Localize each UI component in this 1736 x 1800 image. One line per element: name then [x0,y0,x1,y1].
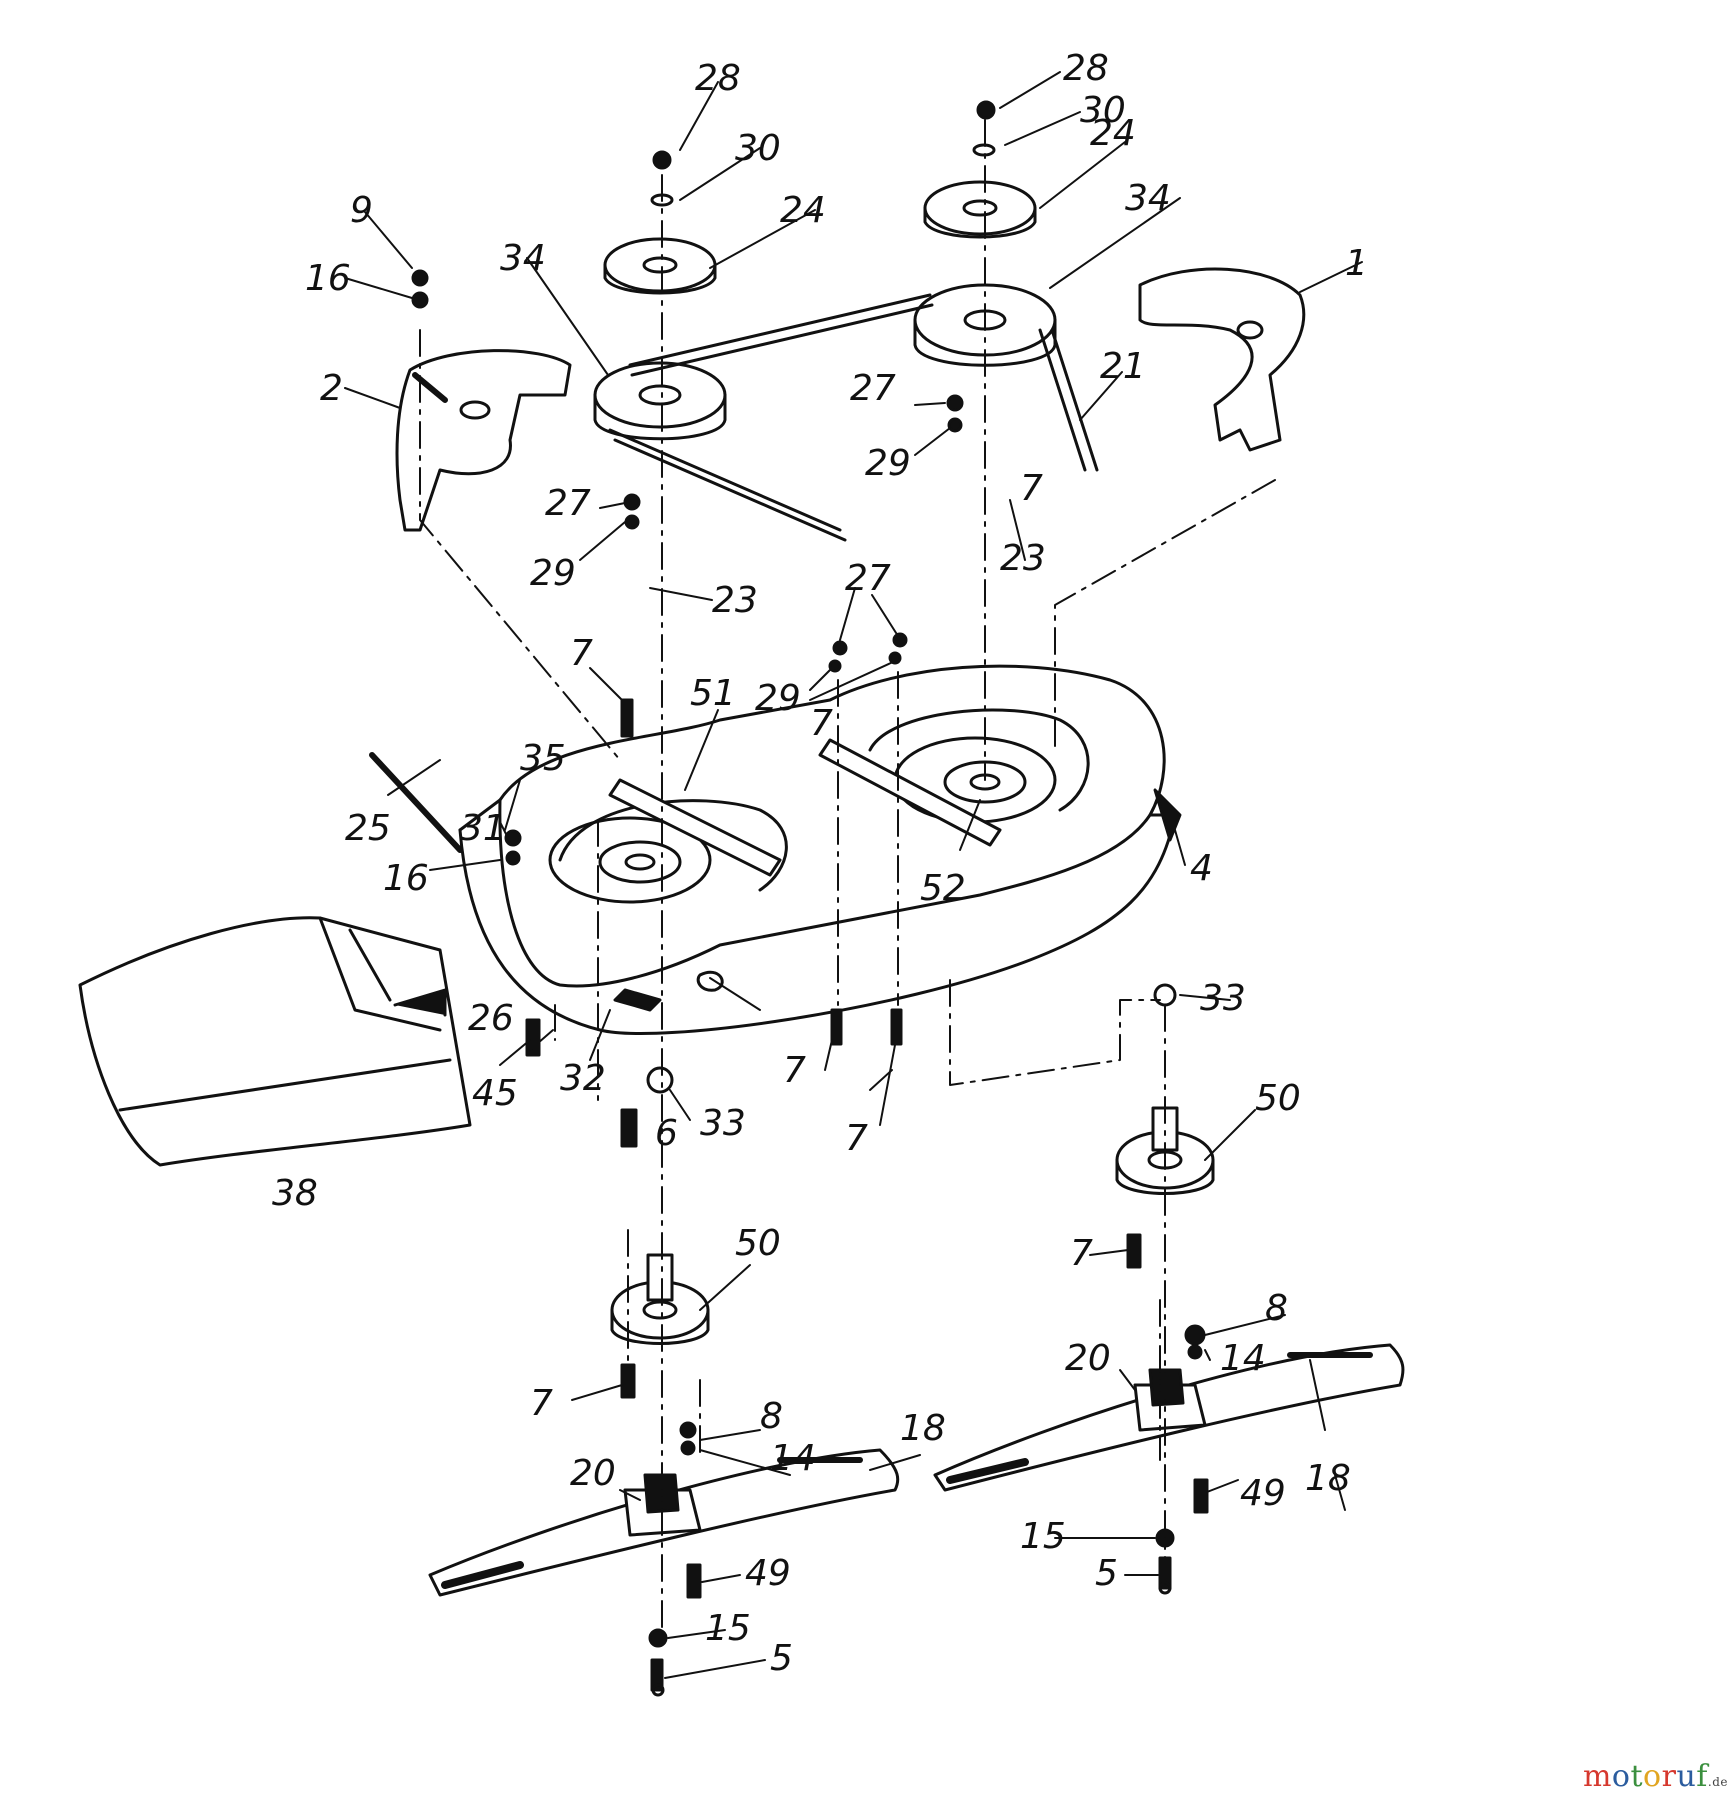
callout-45: 45 [472,1073,518,1114]
callout-20: 20 [1065,1338,1111,1379]
callout-labels: 1 2 4 5 5 6 7 7 7 7 7 7 7 8 8 9 14 14 15… [272,48,1368,1679]
callout-52: 52 [920,868,966,909]
callout-21: 21 [1100,346,1146,387]
callout-35: 35 [520,738,566,779]
watermark-tld: .de [1707,1775,1728,1789]
callout-28: 28 [695,58,741,99]
callout-29: 29 [755,678,801,719]
leader-lines [344,71,1363,1679]
callout-7: 7 [530,1383,553,1424]
alignment-lines [419,119,1276,1641]
callout-7: 7 [783,1050,806,1091]
idler-pulley-right [923,180,1037,239]
callout-25: 25 [345,808,391,849]
blade-left [428,1448,900,1597]
spindle-housing-left [610,1253,710,1345]
callout-18: 18 [1305,1458,1351,1499]
callout-50: 50 [1255,1078,1301,1119]
callout-15: 15 [1020,1516,1066,1557]
callout-27: 27 [845,558,891,599]
watermark-brand: motoruf [1582,1759,1708,1794]
idler-pulley-left [603,237,717,295]
callout-34: 34 [1125,178,1171,219]
callout-20: 20 [570,1453,616,1494]
callout-24: 24 [780,190,826,231]
callout-7: 7 [810,703,833,744]
callout-23: 23 [1000,538,1046,579]
callout-23: 23 [712,580,758,621]
callout-33: 33 [700,1103,746,1144]
callout-30: 30 [735,128,781,169]
callout-28: 28 [1063,48,1109,89]
callout-14: 14 [770,1438,816,1479]
callout-49: 49 [1240,1473,1286,1514]
callout-4: 4 [1190,848,1213,889]
callout-7: 7 [845,1118,868,1159]
watermark-logo: motoruf.de [1583,1759,1728,1794]
callout-7: 7 [570,633,593,674]
spindle-pulley-left [593,361,727,441]
callout-2: 2 [320,368,343,409]
callout-6: 6 [655,1113,678,1154]
discharge-chute [78,916,472,1167]
callout-29: 29 [865,443,911,484]
callout-1: 1 [1345,243,1368,284]
callout-34: 34 [500,238,546,279]
callout-15: 15 [705,1608,751,1649]
callout-7: 7 [1020,468,1043,509]
callout-31: 31 [460,808,506,849]
belt-shield-right [1138,267,1306,452]
drive-belt [608,293,1099,542]
callout-51: 51 [690,673,736,714]
callout-24: 24 [1090,113,1136,154]
callout-26: 26 [468,998,514,1039]
callout-8: 8 [1265,1288,1288,1329]
callout-8: 8 [760,1396,783,1437]
blade-right [933,1343,1405,1492]
callout-16: 16 [305,258,351,299]
callout-50: 50 [735,1223,781,1264]
callout-38: 38 [272,1173,318,1214]
callout-27: 27 [850,368,896,409]
callout-14: 14 [1220,1338,1266,1379]
callout-32: 32 [560,1058,606,1099]
callout-33: 33 [1200,978,1246,1019]
callout-16: 16 [383,858,429,899]
callout-18: 18 [900,1408,946,1449]
callout-5: 5 [770,1638,793,1679]
callout-27: 27 [545,483,591,524]
mower-deck-housing [458,664,1182,1035]
callout-49: 49 [745,1553,791,1594]
callout-30: 30 [1080,90,1126,131]
callout-7: 7 [1070,1233,1093,1274]
callout-29: 29 [530,553,576,594]
callout-9: 9 [350,190,373,231]
callout-5: 5 [1095,1553,1118,1594]
